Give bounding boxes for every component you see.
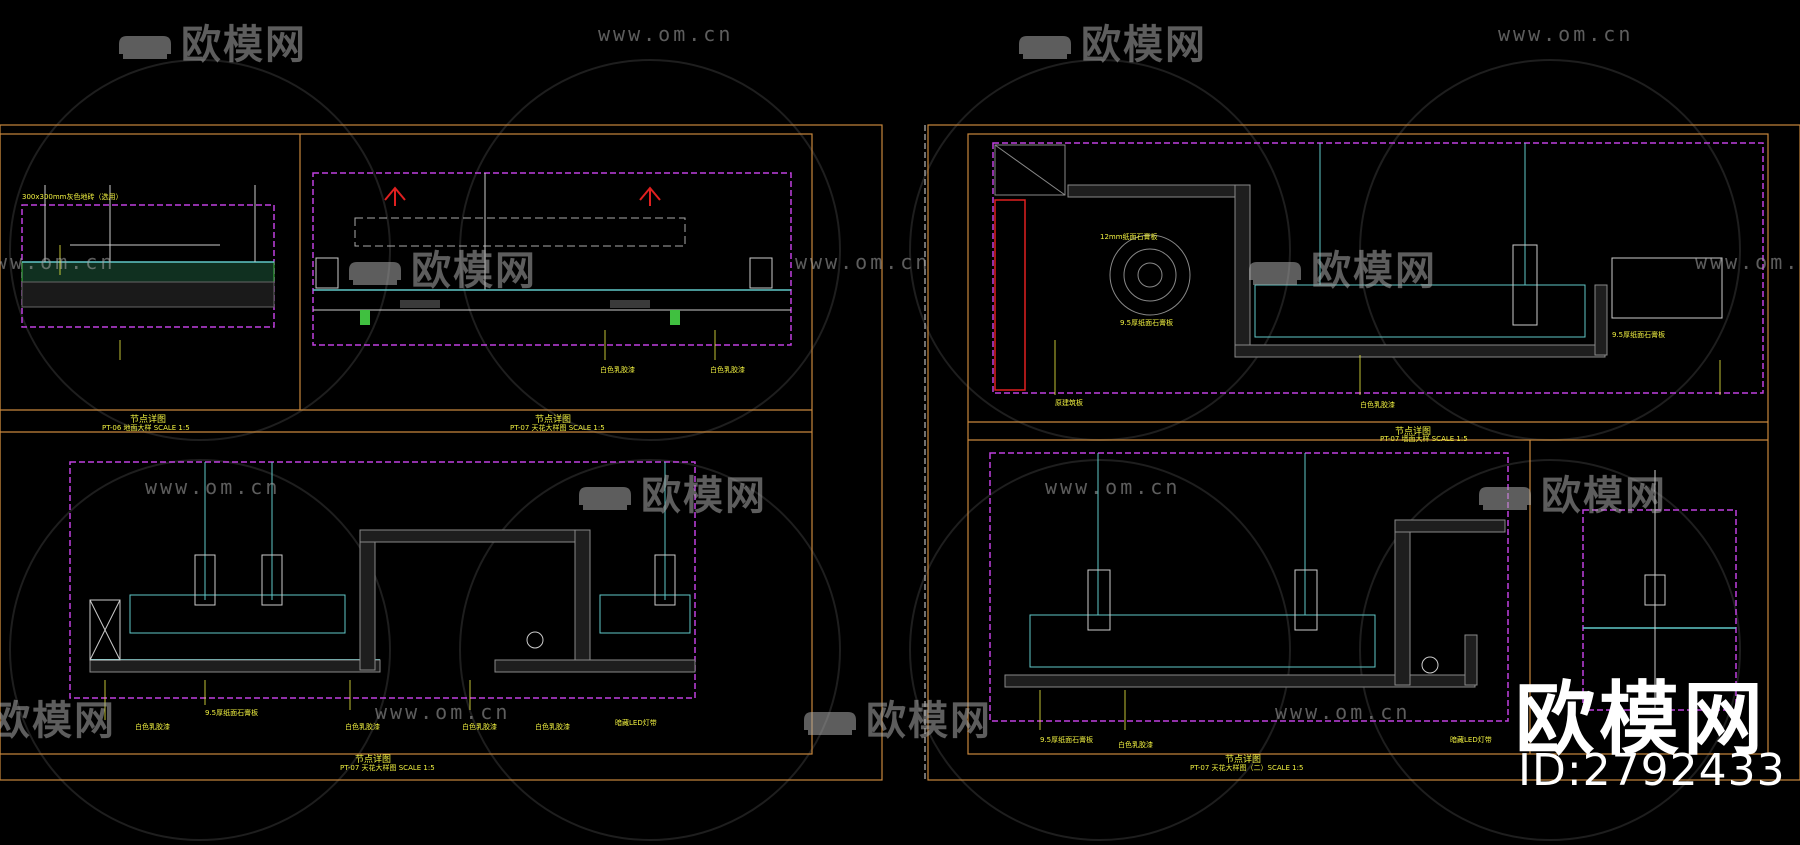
watermark-url: www.om.cn (1498, 22, 1634, 46)
detail-title: 节点详图 (130, 415, 167, 425)
annotation-white-glue: 白色乳胶漆 (345, 723, 380, 731)
detail-03-ceiling (69, 461, 696, 699)
annotation-white-glue: 白色乳胶漆 (462, 723, 497, 731)
annotation-base: 原建筑板 (1055, 399, 1083, 407)
watermark-url: www.om.cn (375, 700, 511, 724)
sofa-icon (1249, 262, 1301, 285)
annotation-gypsum: 9.5厚纸面石膏板 (1120, 319, 1174, 327)
sofa-icon (1479, 487, 1531, 510)
annotation-white-glue: 白色乳胶漆 (535, 723, 570, 731)
watermark-url: www.om.cn (1045, 475, 1181, 499)
watermark-url: www.om.cn (1275, 700, 1411, 724)
detail-title: 节点详图 (1395, 427, 1432, 437)
detail-title: 节点详图 (1225, 755, 1262, 765)
annotation-gypsum: 9.5厚纸面石膏板 (1612, 331, 1666, 339)
annotation-white-glue: 白色乳胶漆 (710, 366, 745, 374)
watermark-logo: 欧模网 (800, 688, 992, 746)
left-sheet-frame (0, 124, 883, 781)
detail-subtitle: PT-07 天花大样图（二）SCALE 1:5 (1190, 764, 1304, 772)
watermark-url: www.om.cn (0, 250, 116, 274)
detail-subtitle: PT-07 天花大样图 SCALE 1:5 (510, 424, 605, 432)
watermark-logo: 欧模网 (115, 12, 307, 70)
annotation-white-glue: 白色乳胶漆 (135, 723, 170, 731)
sofa-icon (119, 36, 171, 59)
detail-subtitle: PT-06 地面大样 SCALE 1:5 (102, 424, 190, 432)
watermark-logo: 欧模网 (1475, 463, 1667, 521)
detail-02-ceiling (312, 172, 792, 346)
watermark-logo: 欧模网 (345, 238, 537, 296)
watermark-url: www.om.cn (145, 475, 281, 499)
watermark-logo: 欧模网 (1245, 238, 1437, 296)
corner-id-label: ID:2792433 (1518, 745, 1786, 796)
annotation-tile: 300x300mm灰色地砖（选用） (22, 193, 123, 201)
detail-01-floor (21, 185, 275, 328)
watermark-url: www.om.cn (1695, 250, 1800, 274)
annotation-gypsum: 9.5厚纸面石膏板 (1040, 736, 1094, 744)
detail-title: 节点详图 (355, 755, 392, 765)
annotation-gypsum: 9.5厚纸面石膏板 (205, 709, 259, 717)
watermark-logo: 欧模网 (0, 698, 116, 744)
annotation-white-glue: 白色乳胶漆 (1360, 401, 1395, 409)
sofa-icon (349, 262, 401, 285)
detail-title: 节点详图 (535, 415, 572, 425)
annotation-led: 暗藏LED灯带 (615, 719, 657, 727)
sofa-icon (579, 487, 631, 510)
watermark-logo: 欧模网 (575, 463, 767, 521)
sofa-icon (804, 712, 856, 735)
annotation-white-glue: 白色乳胶漆 (600, 366, 635, 374)
watermark-url: www.om.cn (795, 250, 931, 274)
detail-05-ceiling (989, 452, 1509, 722)
detail-04-wall (992, 142, 1764, 394)
sofa-icon (1019, 36, 1071, 59)
detail-subtitle: PT-07 天花大样图 SCALE 1:5 (340, 764, 435, 772)
annotation-led: 暗藏LED灯带 (1450, 736, 1492, 744)
watermark-logo: 欧模网 (1015, 12, 1207, 70)
annotation-white-glue: 白色乳胶漆 (1118, 741, 1153, 749)
detail-06-small (1582, 470, 1737, 711)
corner-brand-logo: 欧模网 (1515, 673, 1767, 766)
detail-subtitle: PT-07 墙面大样 SCALE 1:5 (1380, 435, 1468, 443)
watermark-url: www.om.cn (598, 22, 734, 46)
dimension-lines (59, 245, 1721, 730)
annotation-gypsum12: 12mm纸面石膏板 (1100, 233, 1158, 241)
